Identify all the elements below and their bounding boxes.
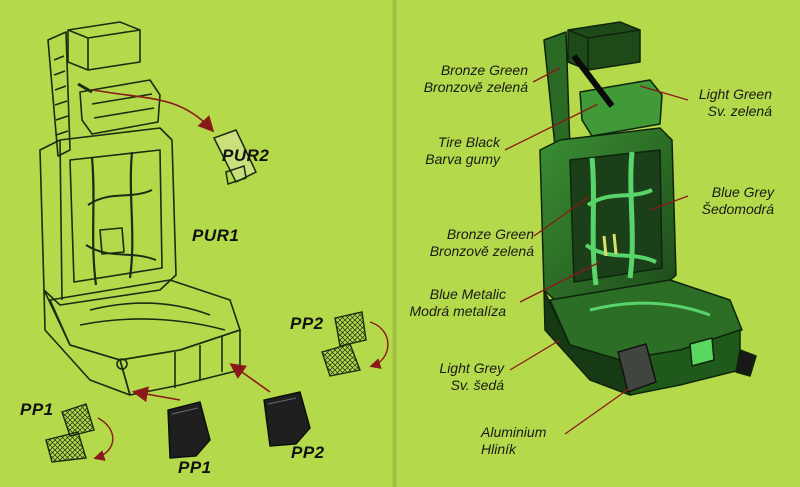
pp2-fold-arrow — [370, 322, 388, 366]
callout-cz: Sv. šedá — [439, 377, 504, 394]
callout-cz: Šedomodrá — [702, 201, 774, 218]
arrow-from-pp1 — [135, 392, 180, 400]
callout-light-green: Light Green Sv. zelená — [699, 86, 772, 120]
callout-en: Light Green — [699, 86, 772, 103]
callout-en: Bronze Green — [424, 62, 528, 79]
pur1-label: PUR1 — [192, 226, 239, 246]
seat-line-drawing — [40, 22, 240, 395]
callout-en: Light Grey — [439, 360, 504, 377]
pp2-plate — [264, 392, 310, 446]
callout-bronze-green-mid: Bronze Green Bronzově zelená — [430, 226, 534, 260]
callout-en: Bronze Green — [430, 226, 534, 243]
callout-cz: Barva gumy — [425, 151, 500, 168]
callout-cz: Bronzově zelená — [430, 243, 534, 260]
callout-light-grey: Light Grey Sv. šedá — [439, 360, 504, 394]
callout-cz: Modrá metalíza — [410, 303, 506, 320]
callout-en: Tire Black — [425, 134, 500, 151]
callout-cz: Sv. zelená — [699, 103, 772, 120]
pp2-small-label: PP2 — [290, 314, 324, 334]
callout-tire-black: Tire Black Barva gumy — [425, 134, 500, 168]
callout-blue-grey: Blue Grey Šedomodrá — [702, 184, 774, 218]
callout-en: Blue Grey — [702, 184, 774, 201]
callout-en: Blue Metalic — [410, 286, 506, 303]
callout-bronze-green-top: Bronze Green Bronzově zelená — [424, 62, 528, 96]
arrow-from-pp2 — [232, 365, 270, 392]
callout-cz: Hliník — [481, 441, 546, 458]
callout-blue-metalic: Blue Metalic Modrá metalíza — [410, 286, 506, 320]
pp2-plate-label: PP2 — [291, 443, 325, 463]
pp2-mesh-parts — [322, 312, 366, 376]
pp1-plate-label: PP1 — [178, 458, 212, 478]
arrow-to-pur2 — [93, 90, 212, 130]
pp1-fold-arrow — [96, 418, 113, 458]
callout-cz: Bronzově zelená — [424, 79, 528, 96]
pp1-small-label: PP1 — [20, 400, 54, 420]
pp1-plate — [168, 402, 210, 458]
callout-en: Aluminium — [481, 424, 546, 441]
pur2-label: PUR2 — [222, 146, 269, 166]
callout-aluminium: Aluminium Hliník — [481, 424, 546, 458]
